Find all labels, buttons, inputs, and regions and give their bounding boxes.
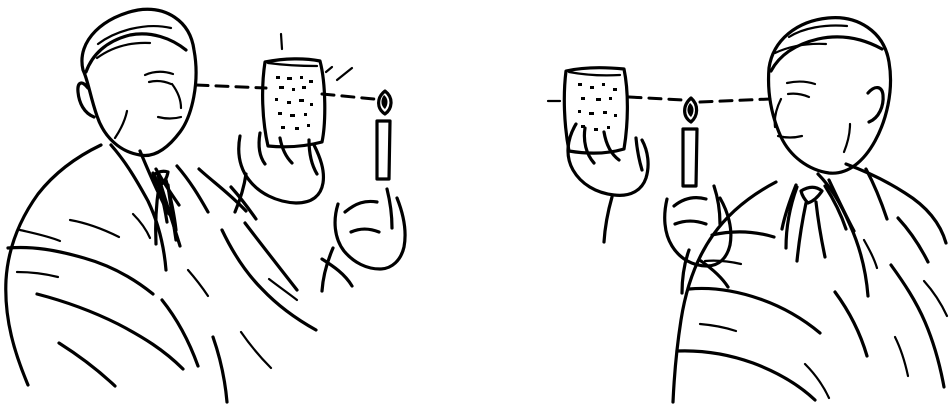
right-candle <box>683 98 697 186</box>
right-sightline <box>629 97 770 102</box>
right-man-suit <box>673 164 947 402</box>
left-candle <box>377 91 391 179</box>
left-man-tie <box>152 171 176 244</box>
left-sightline <box>196 85 374 99</box>
left-device <box>263 34 352 147</box>
right-hands <box>568 124 731 293</box>
left-hands <box>235 133 405 291</box>
right-panel <box>548 18 947 402</box>
left-panel <box>6 9 405 402</box>
right-device <box>548 68 627 153</box>
right-man-head <box>769 18 891 174</box>
left-man-head <box>78 9 196 155</box>
